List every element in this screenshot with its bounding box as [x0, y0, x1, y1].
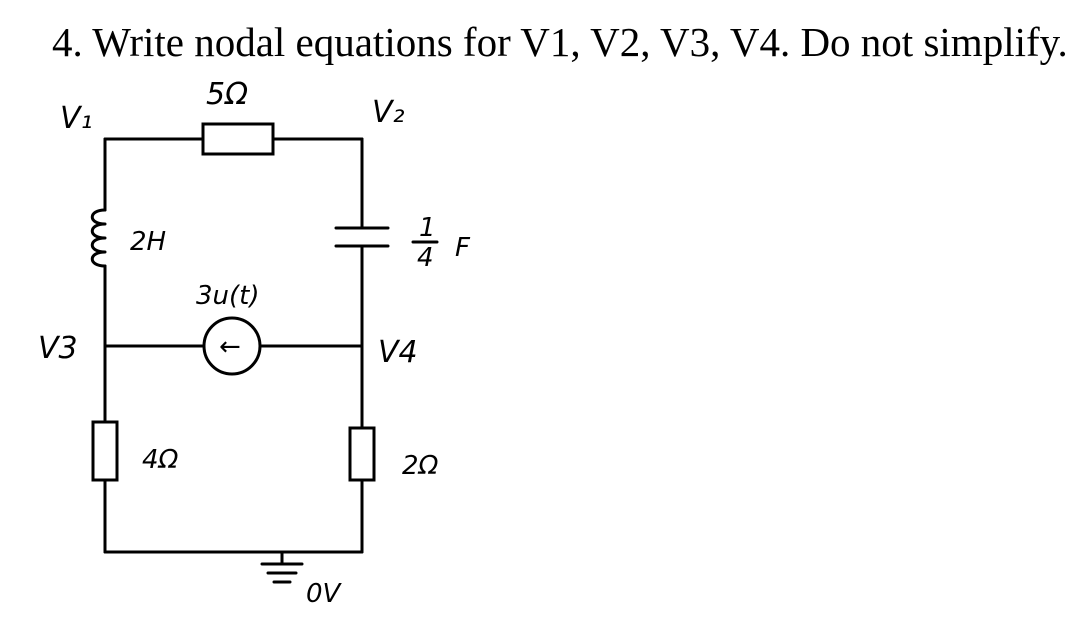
label-inductor: 2H — [130, 227, 166, 257]
question-text: 4. Write nodal equations for V1, V2, V3,… — [52, 19, 1068, 65]
inductor-2h-coil — [90, 208, 107, 268]
label-capacitor-unit: F — [455, 233, 471, 263]
label-current-source: 3u(t) — [196, 281, 260, 311]
current-source-arrow-icon: ← — [219, 332, 241, 362]
resistor-2-ohm — [348, 426, 376, 482]
label-resistor-left: 4Ω — [142, 445, 179, 475]
current-source — [202, 316, 262, 376]
ground-label: 0V — [306, 579, 343, 609]
label-resistor-top: 5Ω — [206, 77, 248, 112]
resistor-4-ohm — [91, 420, 119, 482]
node-label-v4: V4 — [378, 335, 418, 370]
resistor-5-ohm — [201, 122, 275, 156]
label-capacitor-denominator: 4 — [417, 243, 434, 273]
node-label-v3: V3 — [38, 331, 78, 366]
label-resistor-right: 2Ω — [402, 451, 439, 481]
node-label-v1: V₁ — [60, 101, 93, 136]
circuit-diagram: ← V₁ V₂ V3 V4 0V 5Ω 2H 1 4 F 3u(t) 4Ω 2Ω — [38, 77, 471, 609]
node-label-v2: V₂ — [372, 95, 405, 130]
label-capacitor-numerator: 1 — [419, 213, 436, 243]
